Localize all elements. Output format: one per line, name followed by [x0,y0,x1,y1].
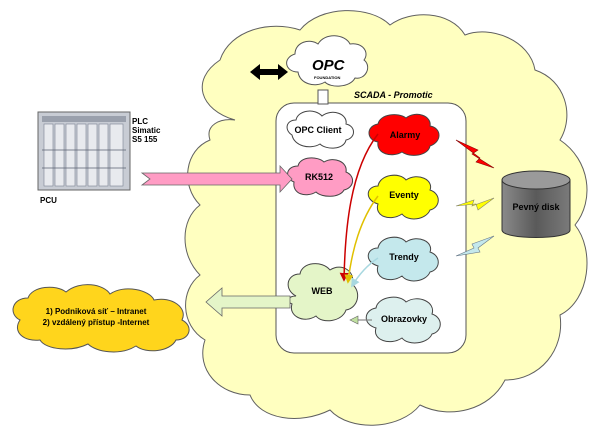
opc-logo-sub: FOUNDATION [314,75,340,80]
hard-disk-icon: Pevný disk [501,170,571,238]
lightning-blue-icon [455,235,495,257]
trendy-cloud: Trendy [367,236,439,282]
opc-cloud: OPC FOUNDATION [286,35,369,87]
lightning-red-icon [455,139,495,169]
obrazovky-cloud: Obrazovky [365,296,441,344]
opc-logo-icon [304,56,356,74]
web-label: WEB [312,286,333,296]
eventy-cloud: Eventy [367,174,439,220]
network-line1: 1) Podniková síť – Intranet [46,307,147,316]
network-line2: 2) vzdálený přístup -Internet [43,318,150,327]
plc-label-line3: S5 155 [132,135,158,144]
arrow-eventy-to-web [344,195,379,284]
arrow-trendy-to-web [351,257,379,288]
alarmy-cloud: Alarmy [368,113,440,156]
opc-client-cloud: OPC Client [286,110,354,149]
plc-label-line1: PLC [132,117,148,126]
arrow-web-to-network [205,287,291,317]
plc-label-line2: Simatic [132,126,161,135]
rk512-label: RK512 [305,172,333,182]
arrow-obrazovky-head-icon [349,315,359,325]
opc-client-label: OPC Client [294,125,341,135]
alarmy-label: Alarmy [390,130,421,140]
opc-double-arrow-icon [250,64,288,80]
eventy-label: Eventy [389,190,419,200]
trendy-label: Trendy [389,252,419,262]
plc-image [37,111,131,191]
opc-connector [317,89,329,105]
obrazovky-label: Obrazovky [381,314,427,324]
opc-logo-text: OPC [312,57,346,74]
scada-title: SCADA - Promotic [354,90,433,100]
network-cloud: 1) Podniková síť – Intranet 2) vzdálený … [12,284,190,353]
arrow-plc-to-rk512 [140,164,293,194]
arrow-alarmy-to-web [339,133,379,282]
rk512-cloud: RK512 [287,157,353,197]
lightning-yellow-icon [455,197,495,211]
pcu-label: PCU [40,196,57,205]
disk-label: Pevný disk [512,202,560,212]
